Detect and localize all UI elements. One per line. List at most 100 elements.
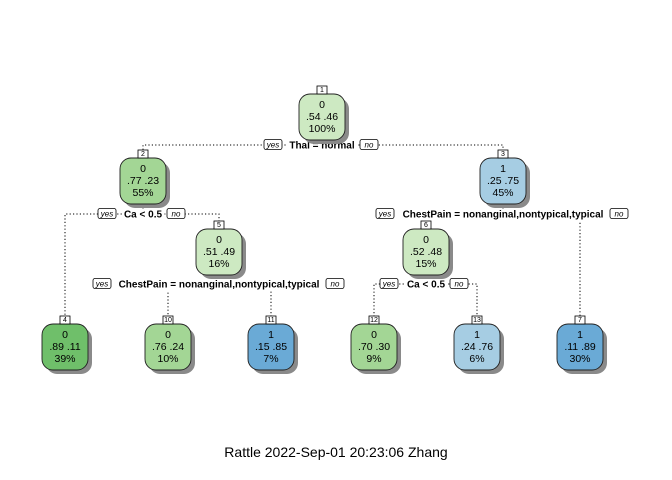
split-rule: Ca < 0.5 — [124, 210, 163, 221]
tree-node-11: 111.15 .857% — [247, 315, 298, 374]
plot-caption: Rattle 2022-Sep-01 20:23:06 Zhang — [224, 444, 448, 460]
svg-text:10: 10 — [164, 317, 172, 324]
branch-no-tag: no — [609, 208, 629, 219]
node-class: 0 — [165, 329, 171, 341]
tree-node-13: 13 1.24 .766% — [453, 315, 504, 374]
node-id-tag: 12 — [368, 315, 380, 325]
branch-no-tag: no — [449, 278, 469, 289]
svg-text:yes: yes — [266, 141, 279, 150]
svg-text:7: 7 — [578, 317, 582, 324]
node-probs: .77 .23 — [127, 175, 159, 187]
tree-edge — [167, 279, 220, 316]
node-pct: 9% — [366, 353, 381, 365]
node-id-tag: 3 — [497, 149, 509, 159]
node-id-tag: 7 — [574, 315, 586, 325]
split-3: ChestPain = nonanginal,nontypical,typica… — [375, 208, 629, 222]
svg-text:13: 13 — [473, 317, 481, 324]
node-probs: .15 .85 — [255, 341, 287, 353]
node-pct: 16% — [208, 258, 229, 270]
svg-text:4: 4 — [63, 317, 67, 324]
branch-yes-tag: yes — [379, 278, 399, 289]
svg-text:yes: yes — [100, 210, 113, 219]
svg-text:no: no — [172, 210, 181, 219]
node-probs: .24 .76 — [461, 341, 493, 353]
node-probs: .11 .89 — [564, 341, 595, 353]
node-probs: .25 .75 — [487, 175, 519, 187]
split-5: ChestPain = nonanginal,nontypical,typica… — [92, 278, 345, 292]
node-pct: 7% — [263, 353, 278, 365]
node-pct: 30% — [569, 353, 590, 365]
branch-no-tag: no — [359, 139, 379, 150]
branch-no-tag: no — [325, 278, 345, 289]
node-id-tag: 10 — [162, 315, 174, 325]
node-probs: .54 .46 — [306, 111, 338, 123]
node-class: 0 — [62, 329, 68, 341]
node-pct: 10% — [157, 353, 178, 365]
node-probs: .52 .48 — [410, 246, 442, 258]
node-pct: 15% — [415, 258, 436, 270]
split-rule: Thal = normal — [289, 141, 355, 152]
split-6: Ca < 0.5 yes no — [379, 278, 469, 292]
node-pct: 39% — [54, 353, 75, 365]
node-class: 1 — [500, 163, 506, 175]
svg-text:yes: yes — [382, 280, 395, 289]
node-id-tag: 5 — [213, 220, 225, 230]
split-rule: Ca < 0.5 — [407, 280, 446, 291]
node-class: 0 — [319, 99, 325, 111]
node-id-tag: 2 — [137, 149, 149, 159]
svg-text:11: 11 — [267, 317, 274, 324]
branch-yes-tag: yes — [375, 208, 395, 219]
node-pct: 6% — [469, 353, 484, 365]
node-class: 0 — [371, 329, 377, 341]
svg-text:2: 2 — [141, 151, 145, 158]
node-probs: .76 .24 — [152, 341, 184, 353]
node-class: 1 — [474, 329, 480, 341]
node-class: 1 — [268, 329, 274, 341]
svg-text:5: 5 — [217, 222, 221, 229]
svg-text:no: no — [331, 280, 340, 289]
node-class: 0 — [216, 234, 222, 246]
split-rule: ChestPain = nonanginal,nontypical,typica… — [119, 280, 320, 291]
node-id-tag: 1 — [316, 85, 328, 95]
svg-text:1: 1 — [320, 87, 324, 94]
node-id-tag: 4 — [59, 315, 71, 325]
svg-text:6: 6 — [424, 222, 428, 229]
tree-edge — [64, 208, 144, 316]
svg-text:yes: yes — [95, 280, 108, 289]
tree-edge — [425, 279, 478, 316]
svg-text:no: no — [455, 280, 464, 289]
svg-text:no: no — [615, 210, 624, 219]
node-probs: .89 .11 — [49, 341, 80, 353]
tree-node-12: 12 0.70 .309% — [350, 315, 401, 374]
tree-edge — [142, 208, 220, 221]
branch-yes-tag: yes — [97, 208, 117, 219]
node-id-tag: 13 — [471, 315, 483, 325]
svg-text:12: 12 — [370, 317, 378, 324]
node-pct: 100% — [309, 123, 336, 135]
node-class: 1 — [577, 329, 583, 341]
node-probs: .70 .30 — [358, 341, 390, 353]
node-pct: 55% — [132, 187, 153, 199]
tree-edge — [373, 279, 427, 316]
node-id-tag: 6 — [420, 220, 432, 230]
node-class: 0 — [140, 163, 146, 175]
node-id-tag: 11 — [265, 315, 277, 325]
node-probs: .51 .49 — [203, 246, 235, 258]
svg-text:yes: yes — [378, 210, 391, 219]
svg-text:3: 3 — [501, 151, 505, 158]
svg-text:no: no — [365, 141, 374, 150]
branch-yes-tag: yes — [92, 278, 112, 289]
tree-edge — [502, 208, 581, 316]
branch-yes-tag: yes — [263, 139, 283, 150]
node-class: 0 — [423, 234, 429, 246]
node-pct: 45% — [492, 187, 513, 199]
split-rule: ChestPain = nonanginal,nontypical,typica… — [403, 210, 604, 221]
